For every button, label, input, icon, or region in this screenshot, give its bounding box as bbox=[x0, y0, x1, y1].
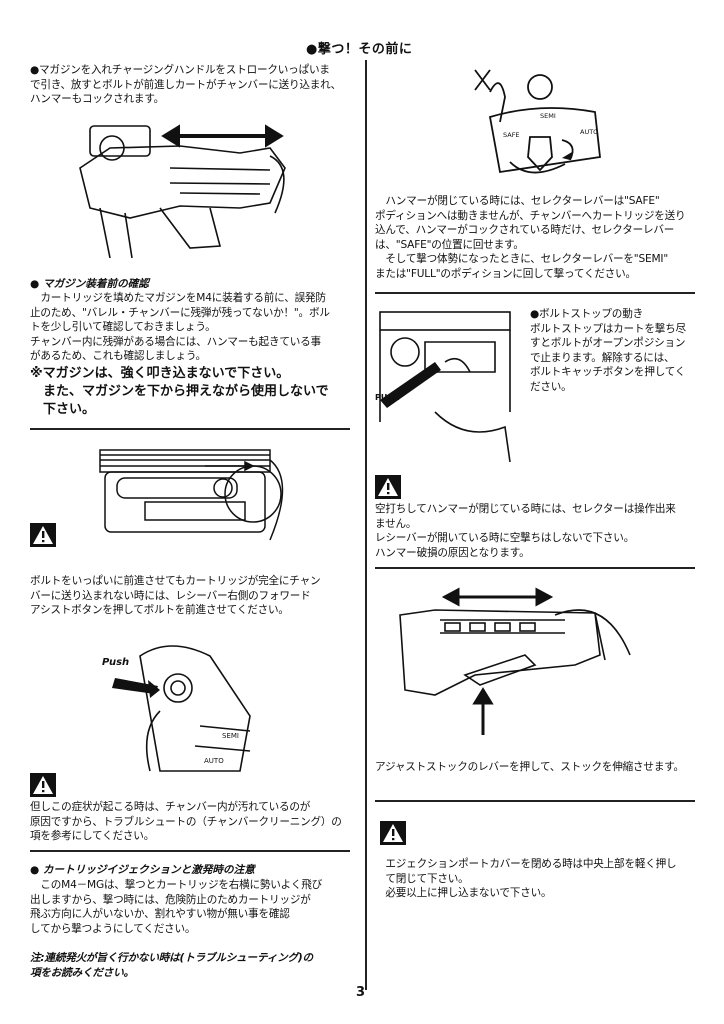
stock-text: アジャストストックのレバーを押して、ストックを伸縮させます。 bbox=[375, 761, 684, 773]
section-divider bbox=[30, 428, 350, 430]
ejection-heading: ● カートリッジイジェクションと激発時の注意 bbox=[30, 864, 255, 876]
magazine-caution-text: ※マガジンは、強く叩き込まないで下さい。 また、マガジンを下から押えながら使用し… bbox=[30, 366, 329, 417]
auto-label: AUTO bbox=[204, 757, 224, 765]
charging-handle-illustration bbox=[70, 108, 310, 258]
forward-assist-illustration bbox=[100, 636, 260, 776]
section-divider bbox=[375, 567, 695, 569]
adjustable-stock-illustration bbox=[395, 585, 635, 745]
receiver-bolt-illustration bbox=[95, 440, 315, 550]
push-label: Push bbox=[102, 657, 130, 668]
warning-icon bbox=[375, 475, 401, 499]
warning-icon bbox=[30, 773, 56, 797]
bolt-stop-illustration bbox=[375, 302, 515, 462]
port-cover-text: エジェクションポートカバーを閉める時は中央上部を軽く押し て閉じて下さい。 必要… bbox=[385, 858, 677, 900]
ejection-text: このM4－MGは、撃つとカートリッジを右横に勢いよく飛び 出しますから、撃つ時に… bbox=[30, 879, 323, 935]
forward-assist-text: ボルトをいっぱいに前進させてもカートリッジが完全にチャン バーに送り込まれない時… bbox=[30, 575, 321, 617]
note-text: 注:連続発火が旨く行かない時は(トラブルシューティング)の 項をお読みください。 bbox=[30, 952, 313, 979]
magazine-check-heading: ● マガジン装着前の確認 bbox=[30, 278, 149, 290]
push-label: PUSH bbox=[375, 393, 400, 402]
auto-label: AUTO bbox=[580, 128, 599, 136]
dryfire-text: 空打ちしてハンマーが閉じている時には、セレクターは操作出来 ません。 レシーバー… bbox=[375, 503, 676, 559]
section-divider bbox=[30, 850, 350, 852]
semi-label: SEMI bbox=[222, 732, 239, 740]
selector-text: ハンマーが閉じている時には、セレクターレバーは"SAFE" ポディションへは動き… bbox=[375, 195, 686, 280]
section-divider bbox=[375, 292, 695, 294]
column-divider bbox=[365, 60, 367, 990]
page-title: ●撃つ！その前に bbox=[306, 42, 413, 57]
intro-text: ●マガジンを入れチャージングハンドルをストロークいっぱいま で引き、放すとボルト… bbox=[30, 64, 342, 106]
selector-lever-illustration bbox=[470, 62, 610, 182]
semi-label: SEMI bbox=[540, 112, 556, 120]
dirty-chamber-text: 但しこの症状が起こる時は、チャンバー内が汚れているのが 原因ですから、トラブルシ… bbox=[30, 801, 342, 843]
magazine-check-text: カートリッジを填めたマガジンをM4に装着する前に、誤発防 止のため、"バレル・チ… bbox=[30, 292, 330, 363]
warning-icon bbox=[380, 821, 406, 845]
page-number: 3 bbox=[356, 985, 366, 1000]
warning-icon bbox=[30, 523, 56, 547]
safe-label: SAFE bbox=[503, 131, 520, 139]
section-divider bbox=[375, 800, 695, 802]
bolt-stop-text: ●ボルトストップの動き ボルトストップはカートを撃ち尽 すとボルトがオープンポジ… bbox=[530, 308, 686, 393]
